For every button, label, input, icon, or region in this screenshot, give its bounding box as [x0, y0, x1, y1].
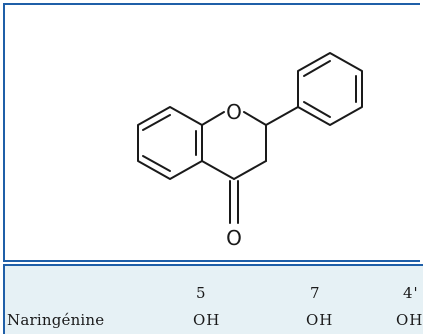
flavanone-structure-diagram: O O — [137, 52, 363, 250]
table-header-7: 7 — [310, 284, 321, 302]
bond-c3-c4 — [233, 160, 267, 180]
table-row-name: Naringénine — [7, 311, 105, 329]
bond-o1-c2 — [243, 111, 267, 126]
table-cell-7: OH — [306, 311, 334, 329]
substituent-table — [3, 266, 423, 334]
benzo-ring — [137, 106, 203, 180]
ring-oxygen-label: O — [226, 100, 242, 124]
bond-c2-phenyl — [265, 106, 299, 126]
table-cell-4prime: OH — [396, 311, 423, 329]
table-top-rule — [3, 264, 423, 266]
table-header-5: 5 — [196, 284, 207, 302]
phenyl-ring — [297, 52, 363, 126]
bond-c8a-o1 — [201, 111, 225, 126]
table-cell-5: OH — [193, 311, 221, 329]
table-header-4prime: 4' — [403, 284, 419, 302]
bond-c4-c4a — [201, 160, 235, 180]
carbonyl-oxygen-label: O — [226, 226, 242, 250]
structure-figure-frame — [3, 3, 420, 262]
